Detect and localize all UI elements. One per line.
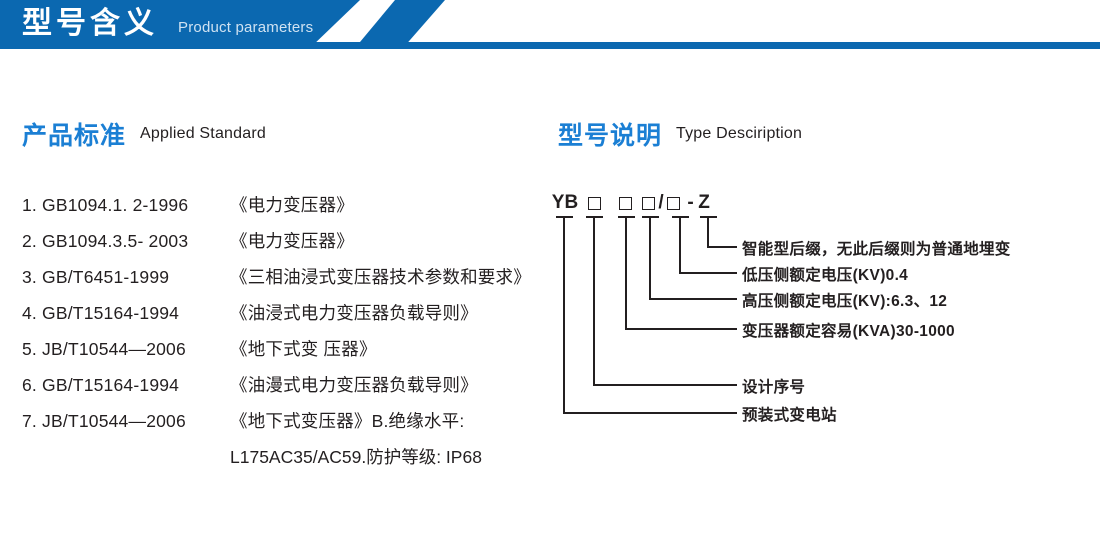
list-item: 3. GB/T6451-1999 《三相油浸式变压器技术参数和要求》 bbox=[22, 264, 562, 300]
standard-name: 《电力变压器》 bbox=[230, 195, 354, 215]
standard-name: 《油漫式电力变压器负载导则》 bbox=[230, 375, 478, 395]
indent-spacer bbox=[22, 444, 230, 480]
annotation-hv-voltage: 高压侧额定电压(KV):6.3、12 bbox=[742, 293, 948, 310]
standard-code: 6. GB/T15164-1994 bbox=[22, 375, 180, 395]
standard-continuation-line: L175AC35/AC59.防护等级: IP68 bbox=[22, 444, 562, 480]
list-item: 4. GB/T15164-1994 《油浸式电力变压器负载导则》 bbox=[22, 300, 562, 336]
type-code-slash: / bbox=[658, 192, 664, 213]
annotation-design-serial: 设计序号 bbox=[742, 379, 806, 396]
header-title-cn: 型号含义 bbox=[22, 7, 158, 40]
list-item: 5. JB/T10544—2006 《地下式变 压器》 bbox=[22, 336, 562, 372]
section-heading-type-en: Type Desciription bbox=[676, 125, 803, 142]
applied-standards-list: 1. GB1094.1. 2-1996 《电力变压器》 2. GB1094.3.… bbox=[22, 192, 562, 480]
annotation-prefab-substation: 预装式变电站 bbox=[742, 407, 837, 424]
standard-name: 《地下式变压器》B.绝缘水平: bbox=[230, 411, 465, 431]
type-code-dash: - bbox=[687, 192, 694, 213]
leader-horizontal-prefab-substation bbox=[563, 412, 737, 414]
leader-horizontal-design-serial bbox=[593, 384, 737, 386]
list-item: 1. GB1094.1. 2-1996 《电力变压器》 bbox=[22, 192, 562, 228]
standard-name: 《地下式变 压器》 bbox=[230, 339, 377, 359]
section-heading-standard-en: Applied Standard bbox=[140, 125, 266, 142]
standard-name: 《三相油浸式变压器技术参数和要求》 bbox=[230, 267, 531, 287]
type-code-box-1 bbox=[588, 196, 601, 210]
type-code-box-2 bbox=[619, 196, 632, 210]
leader-vertical-hv-voltage bbox=[649, 216, 651, 300]
standard-name: 《油浸式电力变压器负载导则》 bbox=[230, 303, 478, 323]
standard-code: 3. GB/T6451-1999 bbox=[22, 267, 170, 287]
annotation-smart-suffix: 智能型后缀，无此后缀则为普通地埋变 bbox=[742, 241, 1011, 258]
header-blue-wedge bbox=[355, 0, 445, 48]
leader-vertical-prefab-substation bbox=[563, 216, 565, 414]
list-item: 7. JB/T10544—2006 《地下式变压器》B.绝缘水平: bbox=[22, 408, 562, 444]
leader-horizontal-hv-voltage bbox=[649, 298, 737, 300]
type-code-string: YB / - Z bbox=[550, 190, 711, 216]
standard-code: 5. JB/T10544—2006 bbox=[22, 339, 186, 359]
leader-horizontal-lv-voltage bbox=[679, 272, 737, 274]
standard-code: 7. JB/T10544—2006 bbox=[22, 411, 186, 431]
type-code-box-3 bbox=[642, 196, 655, 210]
page-header-banner: 型号含义 Product parameters bbox=[0, 0, 1100, 56]
section-heading-applied-standard: 产品标准 Applied Standard bbox=[22, 116, 266, 152]
header-title-en: Product parameters bbox=[178, 19, 314, 36]
type-code-prefix: YB bbox=[551, 192, 579, 213]
section-heading-standard-cn: 产品标准 bbox=[22, 122, 127, 150]
list-item: 6. GB/T15164-1994 《油漫式电力变压器负载导则》 bbox=[22, 372, 562, 408]
header-rule bbox=[0, 42, 1100, 49]
leader-vertical-smart-suffix bbox=[707, 216, 709, 248]
type-code-box-4 bbox=[667, 196, 680, 210]
leader-horizontal-smart-suffix bbox=[707, 246, 737, 248]
annotation-lv-voltage: 低压侧额定电压(KV)0.4 bbox=[742, 267, 909, 284]
standard-name: 《电力变压器》 bbox=[230, 231, 354, 251]
type-designation-diagram: YB / - Z 智能型后缀，无此后缀则为普通地埋变 低压侧额定电压(KV)0.… bbox=[550, 190, 1095, 425]
standard-code: 1. GB1094.1. 2-1996 bbox=[22, 195, 189, 215]
standard-code: 2. GB1094.3.5- 2003 bbox=[22, 231, 189, 251]
header-blue-block bbox=[0, 0, 360, 48]
leader-vertical-lv-voltage bbox=[679, 216, 681, 274]
standard-continuation-text: L175AC35/AC59.防护等级: IP68 bbox=[230, 447, 482, 467]
list-item: 2. GB1094.3.5- 2003 《电力变压器》 bbox=[22, 228, 562, 264]
section-heading-type-cn: 型号说明 bbox=[558, 122, 663, 150]
annotation-rated-capacity: 变压器额定容易(KVA)30-1000 bbox=[742, 323, 955, 340]
leader-vertical-rated-capacity bbox=[625, 216, 627, 330]
standard-code: 4. GB/T15164-1994 bbox=[22, 303, 180, 323]
type-code-suffix: Z bbox=[698, 192, 710, 213]
leader-horizontal-rated-capacity bbox=[625, 328, 737, 330]
leader-vertical-design-serial bbox=[593, 216, 595, 386]
section-heading-type-description: 型号说明 Type Desciription bbox=[558, 116, 802, 152]
